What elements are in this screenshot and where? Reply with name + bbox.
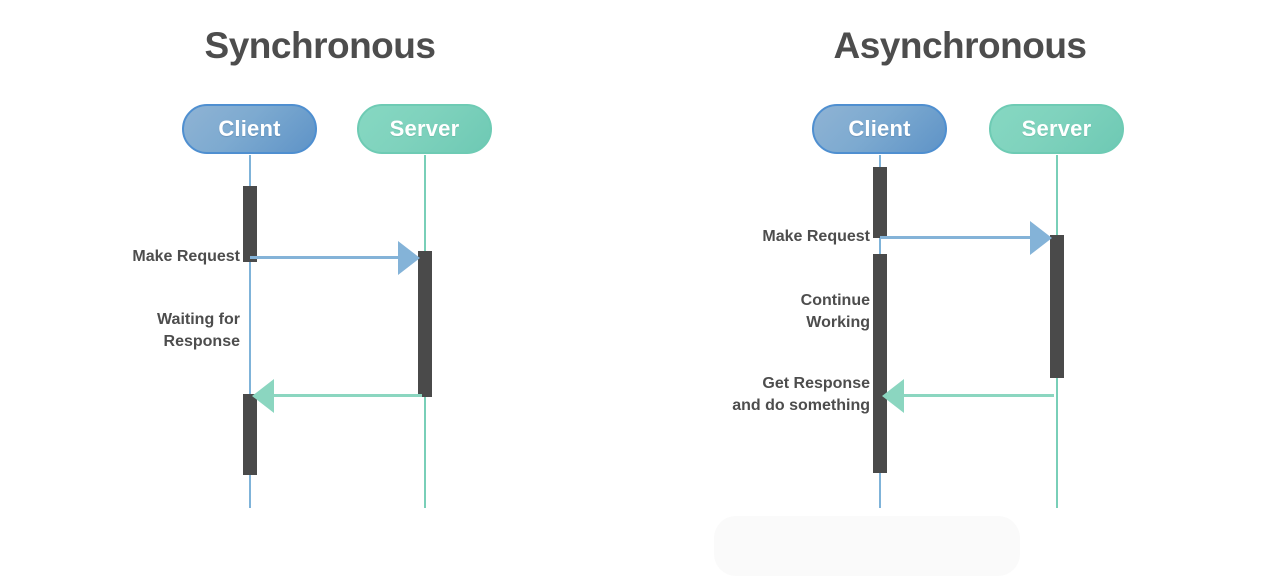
arrowhead-right-icon [398,241,420,275]
actor-server-synchronous[interactable]: Server [357,104,492,154]
synchronous-diagram: Synchronous Client Server Make Request W… [0,0,640,565]
activation-bar-server-processing [418,251,432,397]
actor-client-synchronous[interactable]: Client [182,104,317,154]
background-card [714,516,1020,576]
activation-bar-client-request [873,167,887,238]
activation-bar-server-processing [1050,235,1064,378]
message-label-make-request-async: Make Request [762,228,870,245]
activation-bar-client-response [243,394,257,475]
actor-client-asynchronous[interactable]: Client [812,104,947,154]
message-label-waiting-for-response: Waiting for Response [157,311,240,350]
lifeline-client-synchronous [249,155,251,508]
message-line-make-request-async [880,236,1040,239]
actor-server-label: Server [389,116,460,141]
actor-server-label: Server [1021,116,1092,141]
activation-bar-client-request [243,186,257,262]
message-line-response-async [902,394,1054,397]
message-label-continue-working: Continue Working [800,292,870,331]
message-line-make-request-sync [250,256,408,259]
message-label-get-response: Get Response and do something [732,375,870,414]
actor-server-asynchronous[interactable]: Server [989,104,1124,154]
page-title-asynchronous: Asynchronous [833,25,1087,66]
activation-bar-client-continue-working [873,254,887,473]
page-title-synchronous: Synchronous [204,25,436,66]
asynchronous-diagram: Asynchronous Client Server Make Request … [640,0,1280,565]
actor-client-label: Client [218,116,281,141]
arrowhead-right-icon [1030,221,1052,255]
actor-client-label: Client [848,116,911,141]
message-label-make-request-sync: Make Request [132,248,240,265]
message-line-response-sync [272,394,422,397]
arrowhead-left-icon [252,379,274,413]
arrowhead-left-icon [882,379,904,413]
